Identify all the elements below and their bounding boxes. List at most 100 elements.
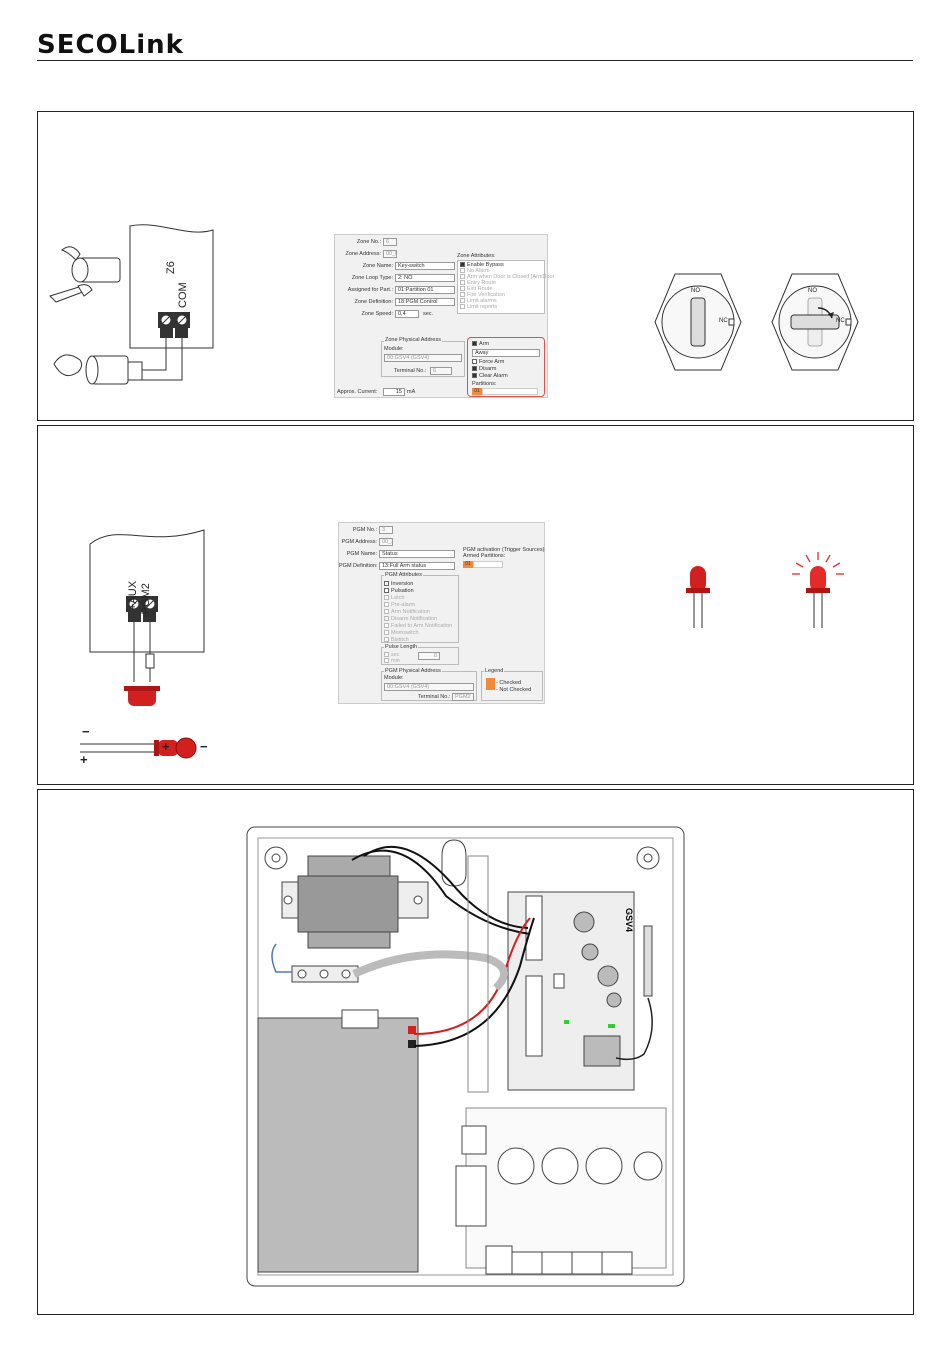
- arm-mode-select[interactable]: Away: [472, 349, 540, 357]
- header-divider: [37, 60, 913, 61]
- attr-entry-route[interactable]: Entry Route: [460, 280, 496, 286]
- gsv4-board: [507, 891, 635, 1091]
- keyswitch-on-no-label: NO: [808, 288, 817, 294]
- terminal-block-icon: [158, 312, 190, 338]
- terminal-no-select[interactable]: 6: [430, 367, 452, 375]
- zone-attributes-list: Enable Bypass No Alarm Arm when Door is …: [457, 260, 554, 314]
- pgm-attr-inversion[interactable]: Inversion: [384, 581, 413, 587]
- attr-exit-route[interactable]: Exit Route: [460, 286, 492, 292]
- pulse-min-radio[interactable]: min: [384, 658, 400, 664]
- pgm-physical-address-title: PGM Physical Address: [384, 668, 442, 674]
- keyswitch-on-nc-label: NC: [836, 318, 845, 324]
- disarm-checkbox[interactable]: Disarm: [472, 366, 496, 372]
- zone-definition-select[interactable]: 18:PGM Control: [395, 298, 455, 306]
- zone-attributes-title: Zone Attributes:: [457, 253, 496, 259]
- pgm-attr-pre-alarm[interactable]: Pre-alarm: [384, 602, 415, 608]
- zone-speed-unit: sec.: [423, 311, 434, 317]
- pgm-attr-pulsation[interactable]: Pulsation: [384, 588, 414, 594]
- pgm-address-label: PGM Address:: [341, 539, 377, 545]
- zone-physical-address-title: Zone Physical Address: [384, 337, 442, 343]
- pgm-terminal-no-field[interactable]: PGM2: [452, 693, 474, 701]
- arm-checkbox[interactable]: Arm: [472, 341, 489, 347]
- enclosure-layout-diagram: GSV4: [246, 826, 685, 1287]
- pgm-attributes-group: PGM Attributes Inversion Pulsation Latch…: [381, 572, 459, 643]
- pulse-length-group: Pulse Length sec min 0: [381, 644, 459, 665]
- partition-cell-01[interactable]: 01: [472, 388, 482, 395]
- polarity-plus-right: +: [162, 739, 170, 754]
- keyswitch-off-nc-label: NC: [719, 318, 728, 324]
- pgm-attr-latch[interactable]: Latch: [384, 595, 404, 601]
- pgm-module-select[interactable]: 00:GSV4 (GSV4): [384, 683, 474, 691]
- pgm-led-wiring-illustration: [89, 529, 205, 706]
- zone-loop-type-select[interactable]: 2: NO: [395, 274, 455, 282]
- module-select[interactable]: 00:GSV4 (GSV4): [384, 354, 462, 362]
- zone-definition-label: Zone Definition:: [354, 299, 393, 305]
- module-label: Module:: [384, 346, 404, 352]
- terminal-z6-label: Z6: [165, 261, 177, 274]
- pulse-value-field[interactable]: 0: [418, 652, 440, 660]
- led-polarity-legend: [80, 737, 197, 759]
- pgm-attr-arm-notification[interactable]: Arm Notification: [384, 609, 430, 615]
- attr-arm-door[interactable]: Arm when Door is Closed [ArmDoor: [460, 274, 554, 280]
- pgm-physical-address-group: PGM Physical Address Module: 00:GSV4 (GS…: [381, 668, 477, 701]
- pgm-attr-failed-arm[interactable]: Failed to Arm Notification: [384, 623, 452, 629]
- pgm-attr-momswitch[interactable]: Momswitch: [384, 630, 419, 636]
- attr-limit-alarms[interactable]: Limit alarms: [460, 298, 497, 304]
- pulse-length-title: Pulse Length: [384, 644, 419, 650]
- zone-speed-select[interactable]: 0,4: [395, 310, 419, 318]
- terminal-no-label: Terminal No.:: [394, 368, 427, 374]
- pgm-attributes-title: PGM Attributes: [384, 572, 423, 578]
- pgm-led-panel: +AUX -PGM2 − + + − PGM No.: 3 PGM Addres…: [37, 425, 914, 785]
- attr-enable-bypass[interactable]: Enable Bypass: [460, 262, 504, 268]
- zone-no-field[interactable]: 6: [383, 238, 397, 246]
- terminal-aux-label: +AUX: [127, 580, 139, 610]
- zone-settings-screenshot: Zone No.: 6 Zone Address: 00_6 Zone Name…: [334, 234, 554, 398]
- pgm-no-field[interactable]: 3: [379, 526, 393, 534]
- zone-name-field[interactable]: Key-switch: [395, 262, 455, 270]
- keyswitch-off-position: [654, 273, 742, 371]
- keyswitch-panel: Z6 COM Zone No.: 6 Zone Address: 00_6 Zo…: [37, 111, 914, 421]
- enclosure-panel: GSV4: [37, 789, 914, 1315]
- legend-group: Legend - Checked - Not Checked: [481, 668, 543, 701]
- approx-current-field[interactable]: 15: [383, 388, 405, 396]
- armed-partition-cells-empty: [473, 561, 503, 568]
- zone-address-field[interactable]: 00_6: [383, 250, 397, 258]
- pgm-attr-bistitch[interactable]: Bistitch: [384, 637, 409, 643]
- armed-partition-cell-01[interactable]: 01: [463, 561, 473, 568]
- zone-address-label: Zone Address:: [345, 251, 381, 257]
- key-cylinder-icon: [49, 246, 121, 303]
- polarity-plus-left: +: [80, 752, 88, 767]
- partitions-label: Partitions:: [472, 381, 497, 387]
- attr-fire-verification[interactable]: Fire Verification: [460, 292, 505, 298]
- assigned-partition-select[interactable]: 01:Partition 01: [395, 286, 455, 294]
- attr-limit-reports[interactable]: Limit reports: [460, 304, 497, 310]
- terminal-pgm2-label: -PGM2: [140, 583, 152, 618]
- polarity-minus-right: −: [200, 739, 208, 754]
- attr-no-alarm[interactable]: No Alarm: [460, 268, 490, 274]
- terminal-com-label: COM: [177, 282, 189, 308]
- zone-loop-type-label: Zone Loop Type:: [351, 275, 393, 281]
- zone-name-label: Zone Name:: [362, 263, 393, 269]
- pulse-sec-radio[interactable]: sec: [384, 652, 400, 658]
- pgm-address-field[interactable]: 00_3: [379, 538, 393, 546]
- lock-body-icon: [53, 354, 143, 385]
- pgm-activation-title: PGM activation (Trigger Sources): [463, 547, 545, 553]
- clear-alarm-checkbox[interactable]: Clear Alarm: [472, 373, 508, 379]
- polarity-minus-left: −: [82, 724, 90, 739]
- pgm-name-field[interactable]: Status: [379, 550, 455, 558]
- pgm-attr-disarm-notification[interactable]: Disarm Notification: [384, 616, 437, 622]
- armed-partitions-label: Armed Partitions:: [463, 553, 506, 559]
- pgm-definition-select[interactable]: 13:Full Arm status: [379, 562, 455, 570]
- legend-not-checked-label: - Not Checked: [496, 687, 532, 693]
- gsv4-label: GSV4: [624, 908, 634, 932]
- pgm-name-label: PGM Name:: [346, 551, 377, 557]
- pgm-no-label: PGM No.:: [352, 527, 377, 533]
- force-arm-checkbox[interactable]: Force Arm: [472, 359, 504, 365]
- pgm-settings-screenshot: PGM No.: 3 PGM Address: 00_3 PGM Name: S…: [338, 522, 545, 704]
- keyswitch-off-no-label: NO: [691, 288, 700, 294]
- pgm-definition-label: PGM Definition:: [339, 563, 378, 569]
- legend-checked-swatch: [486, 678, 495, 690]
- legend-checked-label: - Checked: [496, 680, 522, 686]
- partition-cells-empty: [482, 388, 538, 395]
- arm-actions-highlight: Arm Away Force Arm Disarm Clear Alarm Pa…: [467, 337, 545, 397]
